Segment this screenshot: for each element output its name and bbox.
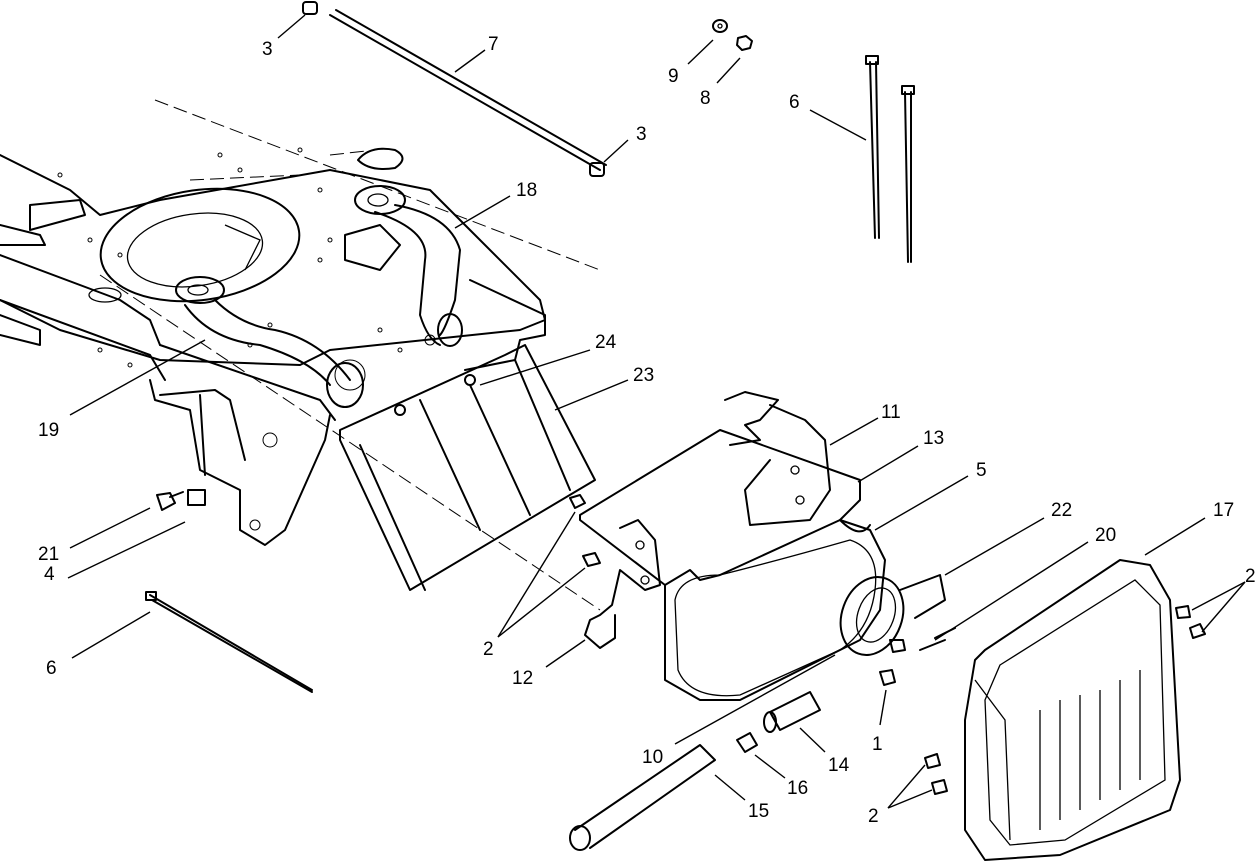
callout-8: 8 [700, 88, 711, 109]
callout-20: 20 [1095, 525, 1116, 546]
callout-21: 21 [38, 544, 59, 565]
callout-1: 1 [872, 734, 883, 755]
callout-7: 7 [488, 34, 499, 55]
callout-24: 24 [595, 332, 617, 353]
callout-6-left: 6 [46, 658, 57, 679]
callout-6-top: 6 [789, 92, 800, 113]
muffler-body [579, 429, 886, 701]
callout-2-right: 2 [1245, 566, 1256, 587]
callout-3-right: 3 [636, 124, 647, 145]
callout-2-bottom: 2 [868, 806, 879, 827]
callout-3-top: 3 [262, 39, 273, 60]
assembly-guide-lines [99, 99, 601, 611]
chassis-frame [0, 147, 546, 546]
callout-13: 13 [923, 428, 944, 449]
heat-shield [339, 344, 596, 591]
callout-12: 12 [512, 668, 533, 689]
exhaust-pipe-right [344, 185, 463, 347]
callout-23: 23 [633, 365, 654, 386]
callout-16: 16 [787, 778, 808, 799]
callout-10: 10 [642, 747, 663, 768]
callout-4: 4 [44, 564, 55, 585]
callout-labels: 3 7 9 8 6 3 18 24 23 19 11 13 5 22 20 17… [38, 34, 1256, 827]
leader-lines [67, 14, 1246, 809]
callout-18: 18 [516, 180, 537, 201]
callout-14: 14 [828, 755, 850, 776]
cable-ties [145, 55, 915, 693]
gasket [357, 147, 404, 170]
muffler-end-cap [839, 574, 956, 686]
callout-15: 15 [748, 801, 769, 822]
muffler-guard [924, 559, 1206, 861]
exhaust-pipe-left [175, 276, 364, 408]
left-muffler-bracket [569, 494, 661, 649]
callout-5: 5 [976, 460, 987, 481]
washer-and-nut [712, 19, 753, 51]
callout-19: 19 [38, 420, 59, 441]
callout-9: 9 [668, 66, 679, 87]
callout-2-center: 2 [483, 639, 494, 660]
muffler-bracket [724, 391, 831, 526]
callout-22: 22 [1051, 500, 1072, 521]
tailpipe-parts [569, 691, 821, 851]
bracket-and-bolts [156, 389, 246, 511]
callout-11: 11 [881, 402, 901, 423]
callout-17: 17 [1213, 500, 1234, 521]
rod-part [302, 1, 607, 177]
